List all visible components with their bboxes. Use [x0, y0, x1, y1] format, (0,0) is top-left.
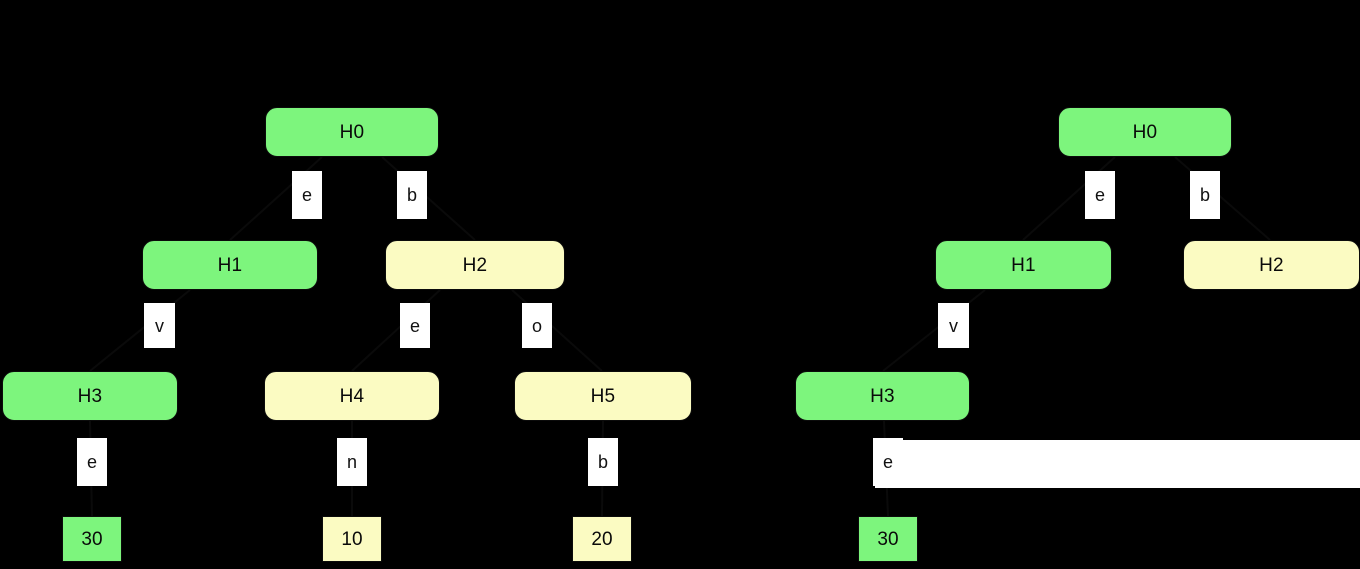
edge-label-text: e: [1094, 185, 1105, 205]
edge-label-e: e: [292, 171, 322, 219]
edge-label-text: e: [882, 452, 893, 472]
tree-node-h4: H4: [264, 371, 440, 421]
edge-label-n: n: [337, 438, 367, 486]
tree-node-h5: H5: [514, 371, 692, 421]
leaf-value-label: 20: [591, 528, 613, 550]
tree-node-h3: H3: [2, 371, 178, 421]
tree-node-h0: H0: [265, 107, 439, 157]
tree-node-h1: H1: [935, 240, 1112, 290]
tree-node-h1: H1: [142, 240, 318, 290]
edge-label-b: b: [397, 171, 427, 219]
edge-label-text: e: [86, 452, 97, 472]
edge-label-text: b: [1199, 185, 1210, 205]
edge-label-text: b: [406, 185, 417, 205]
tree-node-h0: H0: [1058, 107, 1232, 157]
edge-label-text: e: [301, 185, 312, 205]
edge-label-e: e: [77, 438, 107, 486]
edge-label-text: e: [409, 315, 420, 336]
edge-label-text: o: [531, 315, 542, 336]
edge-label-text: v: [949, 315, 958, 336]
edge-label-e: e: [873, 438, 903, 486]
leaf-value-label: 10: [341, 528, 363, 550]
tree-node-label: H1: [1011, 254, 1036, 276]
leaf-value-label: 30: [877, 528, 899, 550]
tree-node-h3: H3: [795, 371, 970, 421]
edge-label-text: v: [155, 315, 164, 336]
tree-node-label: H2: [1259, 254, 1284, 276]
edge-label-e: e: [1085, 171, 1115, 219]
tree-node-h2: H2: [1183, 240, 1360, 290]
tree-node-label: H4: [339, 385, 365, 407]
white-rectangle-artifact: [875, 440, 1360, 488]
tree-node-label: H2: [462, 254, 488, 276]
leaf-value-box: 30: [62, 516, 122, 562]
tree-node-label: H5: [590, 385, 616, 407]
edge-label-e: e: [400, 303, 430, 348]
tree-node-label: H1: [217, 254, 243, 276]
edge-label-v: v: [938, 303, 969, 348]
tree-node-label: H0: [339, 121, 365, 143]
edge-label-b: b: [588, 438, 618, 486]
leaf-value-box: 10: [322, 516, 382, 562]
edge-label-v: v: [144, 303, 175, 348]
leaf-value-box: 20: [572, 516, 632, 562]
edge-label-text: b: [597, 452, 608, 472]
tree-node-label: H3: [77, 385, 103, 407]
tree-edge: [89, 289, 191, 372]
tree-edge: [381, 156, 476, 241]
edge-label-text: n: [346, 452, 357, 472]
tree-node-h2: H2: [385, 240, 565, 290]
edge-label-o: o: [522, 303, 552, 348]
tree-node-label: H0: [1132, 121, 1158, 143]
tree-node-label: H3: [870, 385, 895, 407]
tree-edge: [882, 289, 986, 372]
leaf-value-box: 30: [858, 516, 918, 562]
leaf-value-label: 30: [81, 528, 103, 550]
edge-label-b: b: [1190, 171, 1220, 219]
